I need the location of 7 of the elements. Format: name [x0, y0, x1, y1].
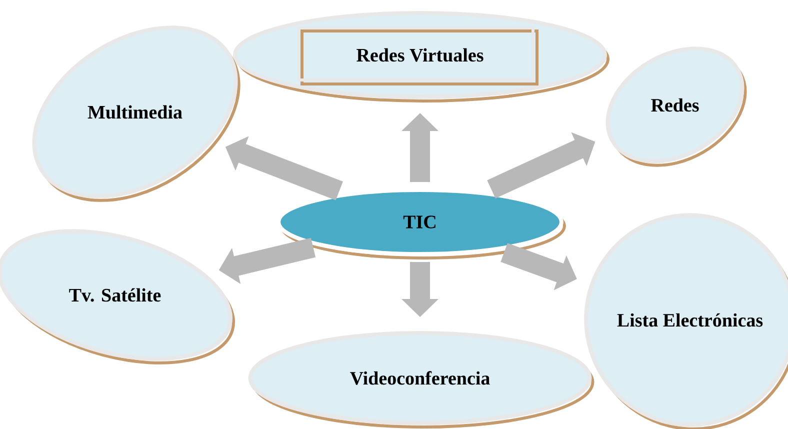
ellipse-node: Lista Electrónicas [584, 213, 788, 429]
ellipse-node: Tv. Satélite [0, 229, 236, 364]
ellipse-node: TIC [276, 188, 566, 260]
ellipse-node: Videoconferencia [248, 331, 594, 428]
ellipse-node: Redes Virtuales [233, 11, 610, 102]
ellipse-node: Redes [606, 46, 747, 167]
ellipse-node: Multimedia [32, 26, 240, 202]
